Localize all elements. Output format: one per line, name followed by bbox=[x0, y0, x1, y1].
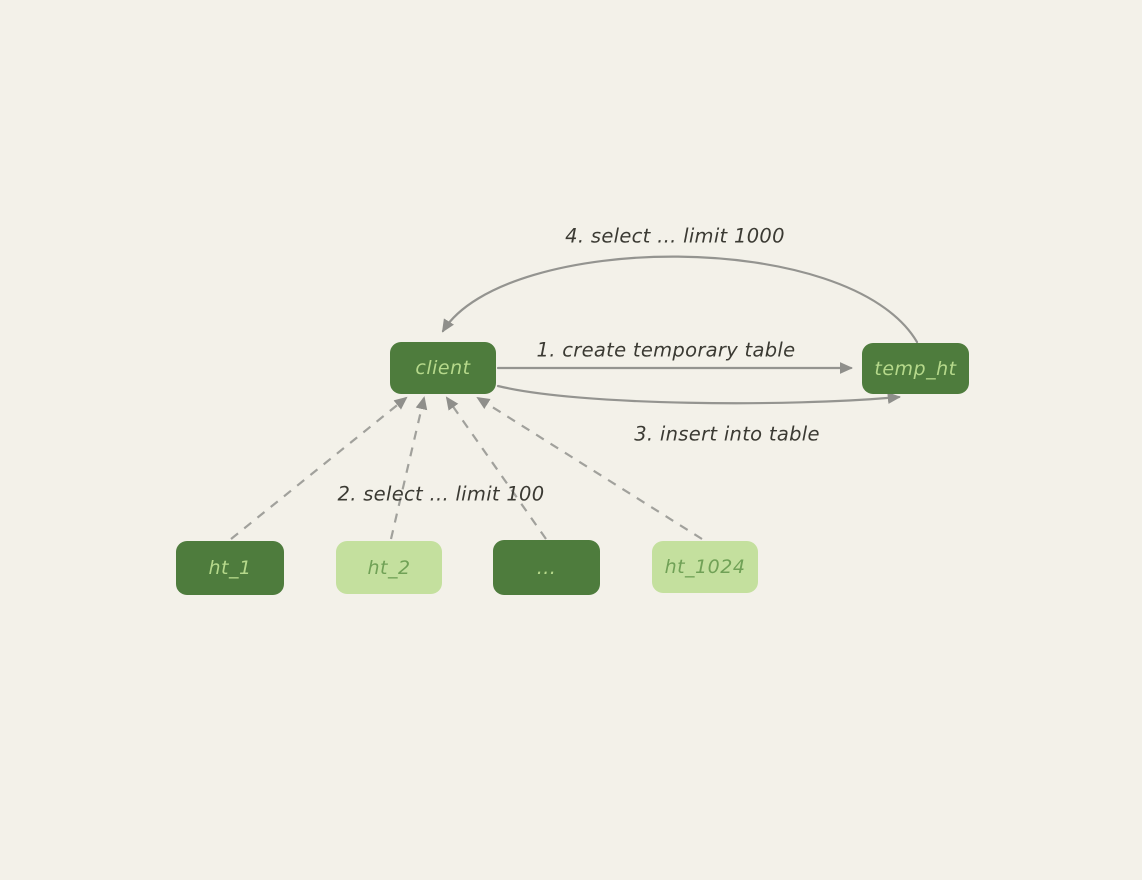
edge-select-shard-ht1024-line bbox=[476, 396, 703, 540]
node-client: client bbox=[390, 342, 496, 394]
node-temp-ht: temp_ht bbox=[862, 343, 969, 394]
node-ht-1-label: ht_1 bbox=[208, 557, 252, 579]
node-temp-ht-label: temp_ht bbox=[874, 357, 957, 380]
node-ht-1024-label: ht_1024 bbox=[664, 556, 746, 578]
node-ht-1: ht_1 bbox=[176, 541, 284, 595]
edge-insert-arc bbox=[496, 384, 901, 405]
edge-select-shard-ht1-line bbox=[230, 396, 408, 540]
edge-label-insert: 3. insert into table bbox=[634, 422, 820, 446]
edge-label-select-final: 4. select ... limit 1000 bbox=[565, 224, 785, 248]
edge-select-final-arc bbox=[441, 255, 919, 344]
node-ellipsis: ... bbox=[493, 540, 600, 595]
edge-label-select-shard: 2. select ... limit 100 bbox=[337, 482, 545, 506]
node-ht-1024: ht_1024 bbox=[652, 541, 758, 593]
node-ht-2: ht_2 bbox=[336, 541, 442, 594]
edge-select-shard-dots-line bbox=[445, 396, 547, 540]
node-ht-2-label: ht_2 bbox=[367, 556, 411, 579]
node-ellipsis-label: ... bbox=[536, 556, 557, 579]
edge-select-shard-ht2-line bbox=[389, 396, 428, 540]
edge-label-create-table: 1. create temporary table bbox=[536, 338, 796, 362]
node-client-label: client bbox=[415, 357, 471, 379]
